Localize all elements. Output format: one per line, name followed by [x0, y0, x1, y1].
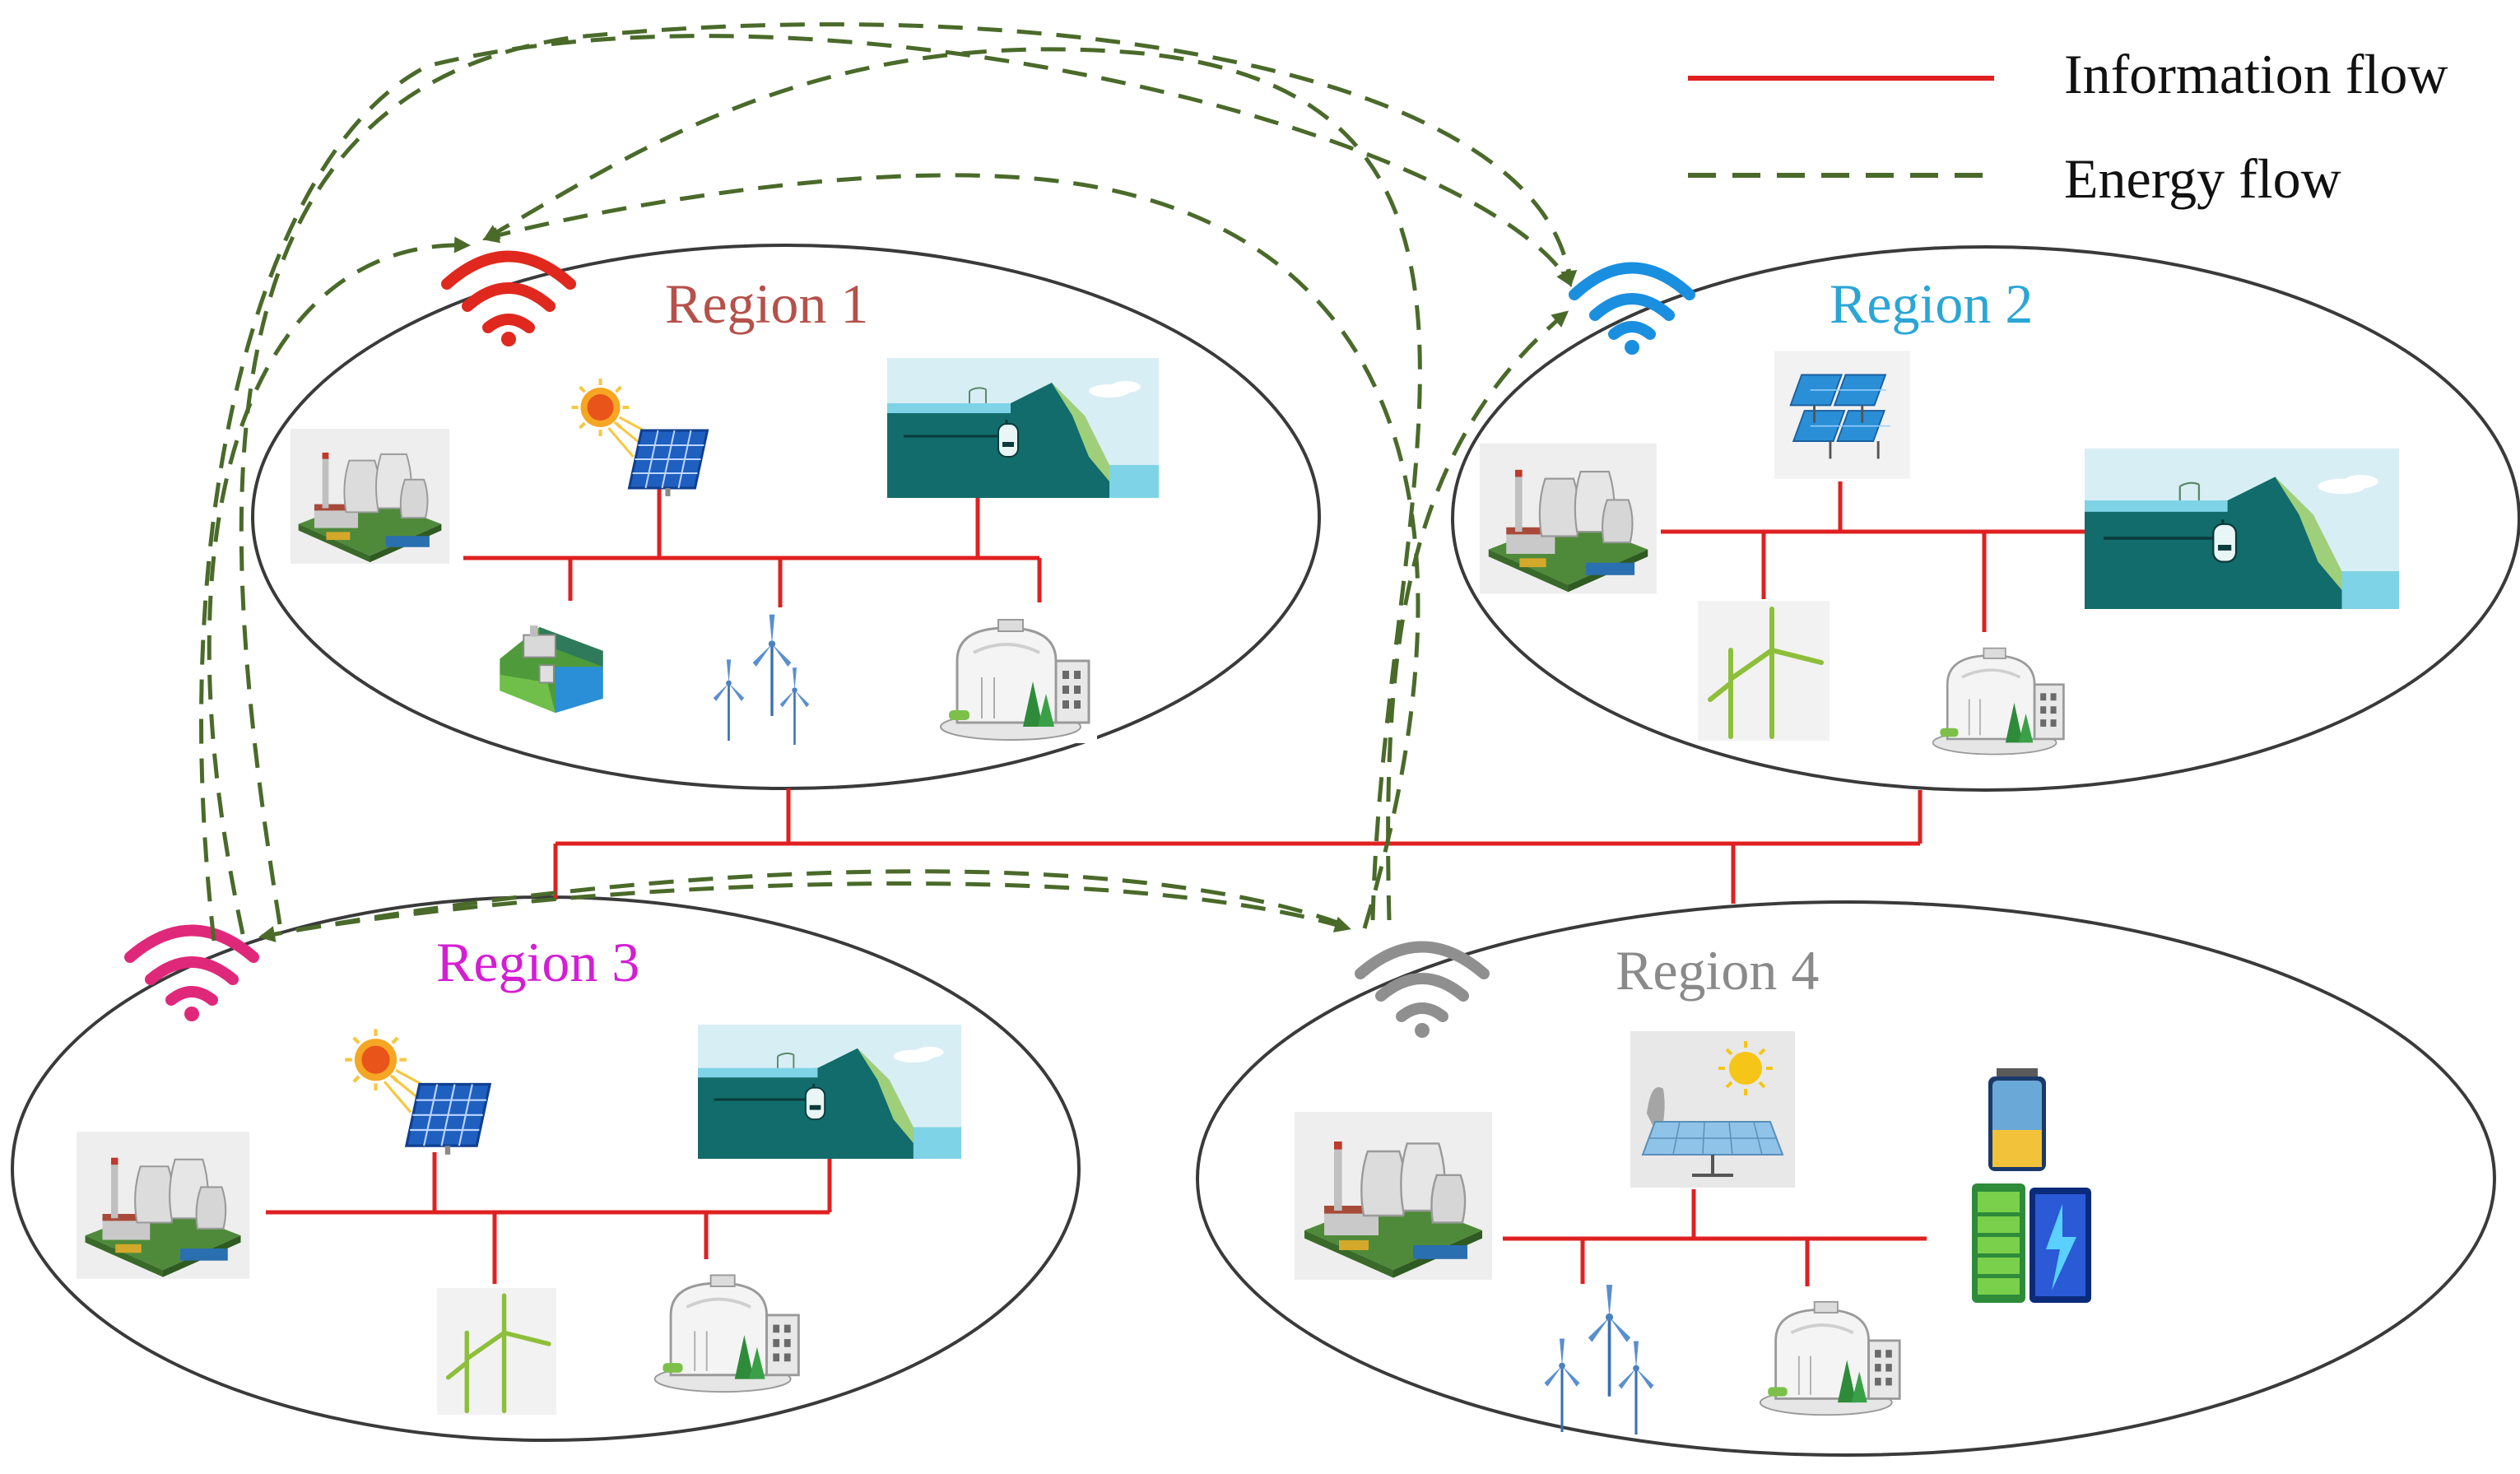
solar-panel-icon — [345, 1029, 490, 1155]
wind-turbine-icon — [1588, 1285, 1631, 1397]
region-4-information-bus — [1503, 1189, 1927, 1292]
region-4-boundary — [1196, 900, 2496, 1457]
gas-power-station-icon — [932, 603, 1097, 743]
legend: Information flow Energy flow — [1688, 43, 2448, 210]
pumped-hydro-storage-icon — [2085, 449, 2399, 609]
pumped-hydro-storage-icon — [698, 1025, 961, 1159]
thermal-power-plant-icon — [1480, 442, 1657, 595]
region-2-information-bus — [1661, 481, 2085, 632]
region-2-title: Region 2 — [1830, 272, 2033, 335]
inter-region-information-bus — [553, 788, 1923, 904]
legend-energy-flow-label: Energy flow — [2064, 147, 2341, 210]
wifi-icon — [124, 924, 259, 1021]
wind-turbine-icon — [779, 667, 810, 745]
wifi-icon — [1355, 941, 1490, 1038]
wind-turbine-icon — [1544, 1338, 1580, 1432]
hydropower-dam-icon — [491, 603, 612, 714]
thermal-power-plant-icon — [291, 427, 449, 565]
region-1-title: Region 1 — [665, 272, 868, 335]
solar-farm-icon — [1774, 350, 1910, 480]
wifi-icon — [1569, 262, 1695, 355]
pumped-hydro-storage-icon — [887, 358, 1159, 498]
region-3-information-bus — [266, 1152, 832, 1284]
region-1-information-bus — [463, 486, 1042, 607]
gas-power-station-icon — [1752, 1286, 1907, 1418]
region-3-title: Region 3 — [436, 931, 639, 993]
battery-storage-icon — [1960, 1064, 2099, 1311]
region-4-title: Region 4 — [1616, 939, 1819, 1002]
wind-turbine-icon — [437, 1288, 556, 1415]
region-2-boundary — [1451, 245, 2520, 792]
solar-farm-icon — [1630, 1031, 1795, 1188]
wind-turbine-icon — [1618, 1341, 1654, 1434]
energy-flow-arrows — [199, 22, 1578, 942]
gas-power-station-icon — [1926, 634, 2071, 757]
solar-panel-icon — [572, 379, 708, 496]
gas-power-station-icon — [647, 1259, 807, 1395]
wifi-icon — [441, 250, 576, 346]
region-1-boundary — [251, 244, 1321, 790]
thermal-power-plant-icon — [1295, 1110, 1492, 1281]
thermal-power-plant-icon — [77, 1131, 249, 1280]
wind-turbine-icon — [713, 659, 745, 741]
wind-turbine-icon — [1698, 601, 1830, 741]
legend-information-flow-label: Information flow — [2064, 43, 2448, 105]
region-3-boundary — [11, 895, 1081, 1442]
